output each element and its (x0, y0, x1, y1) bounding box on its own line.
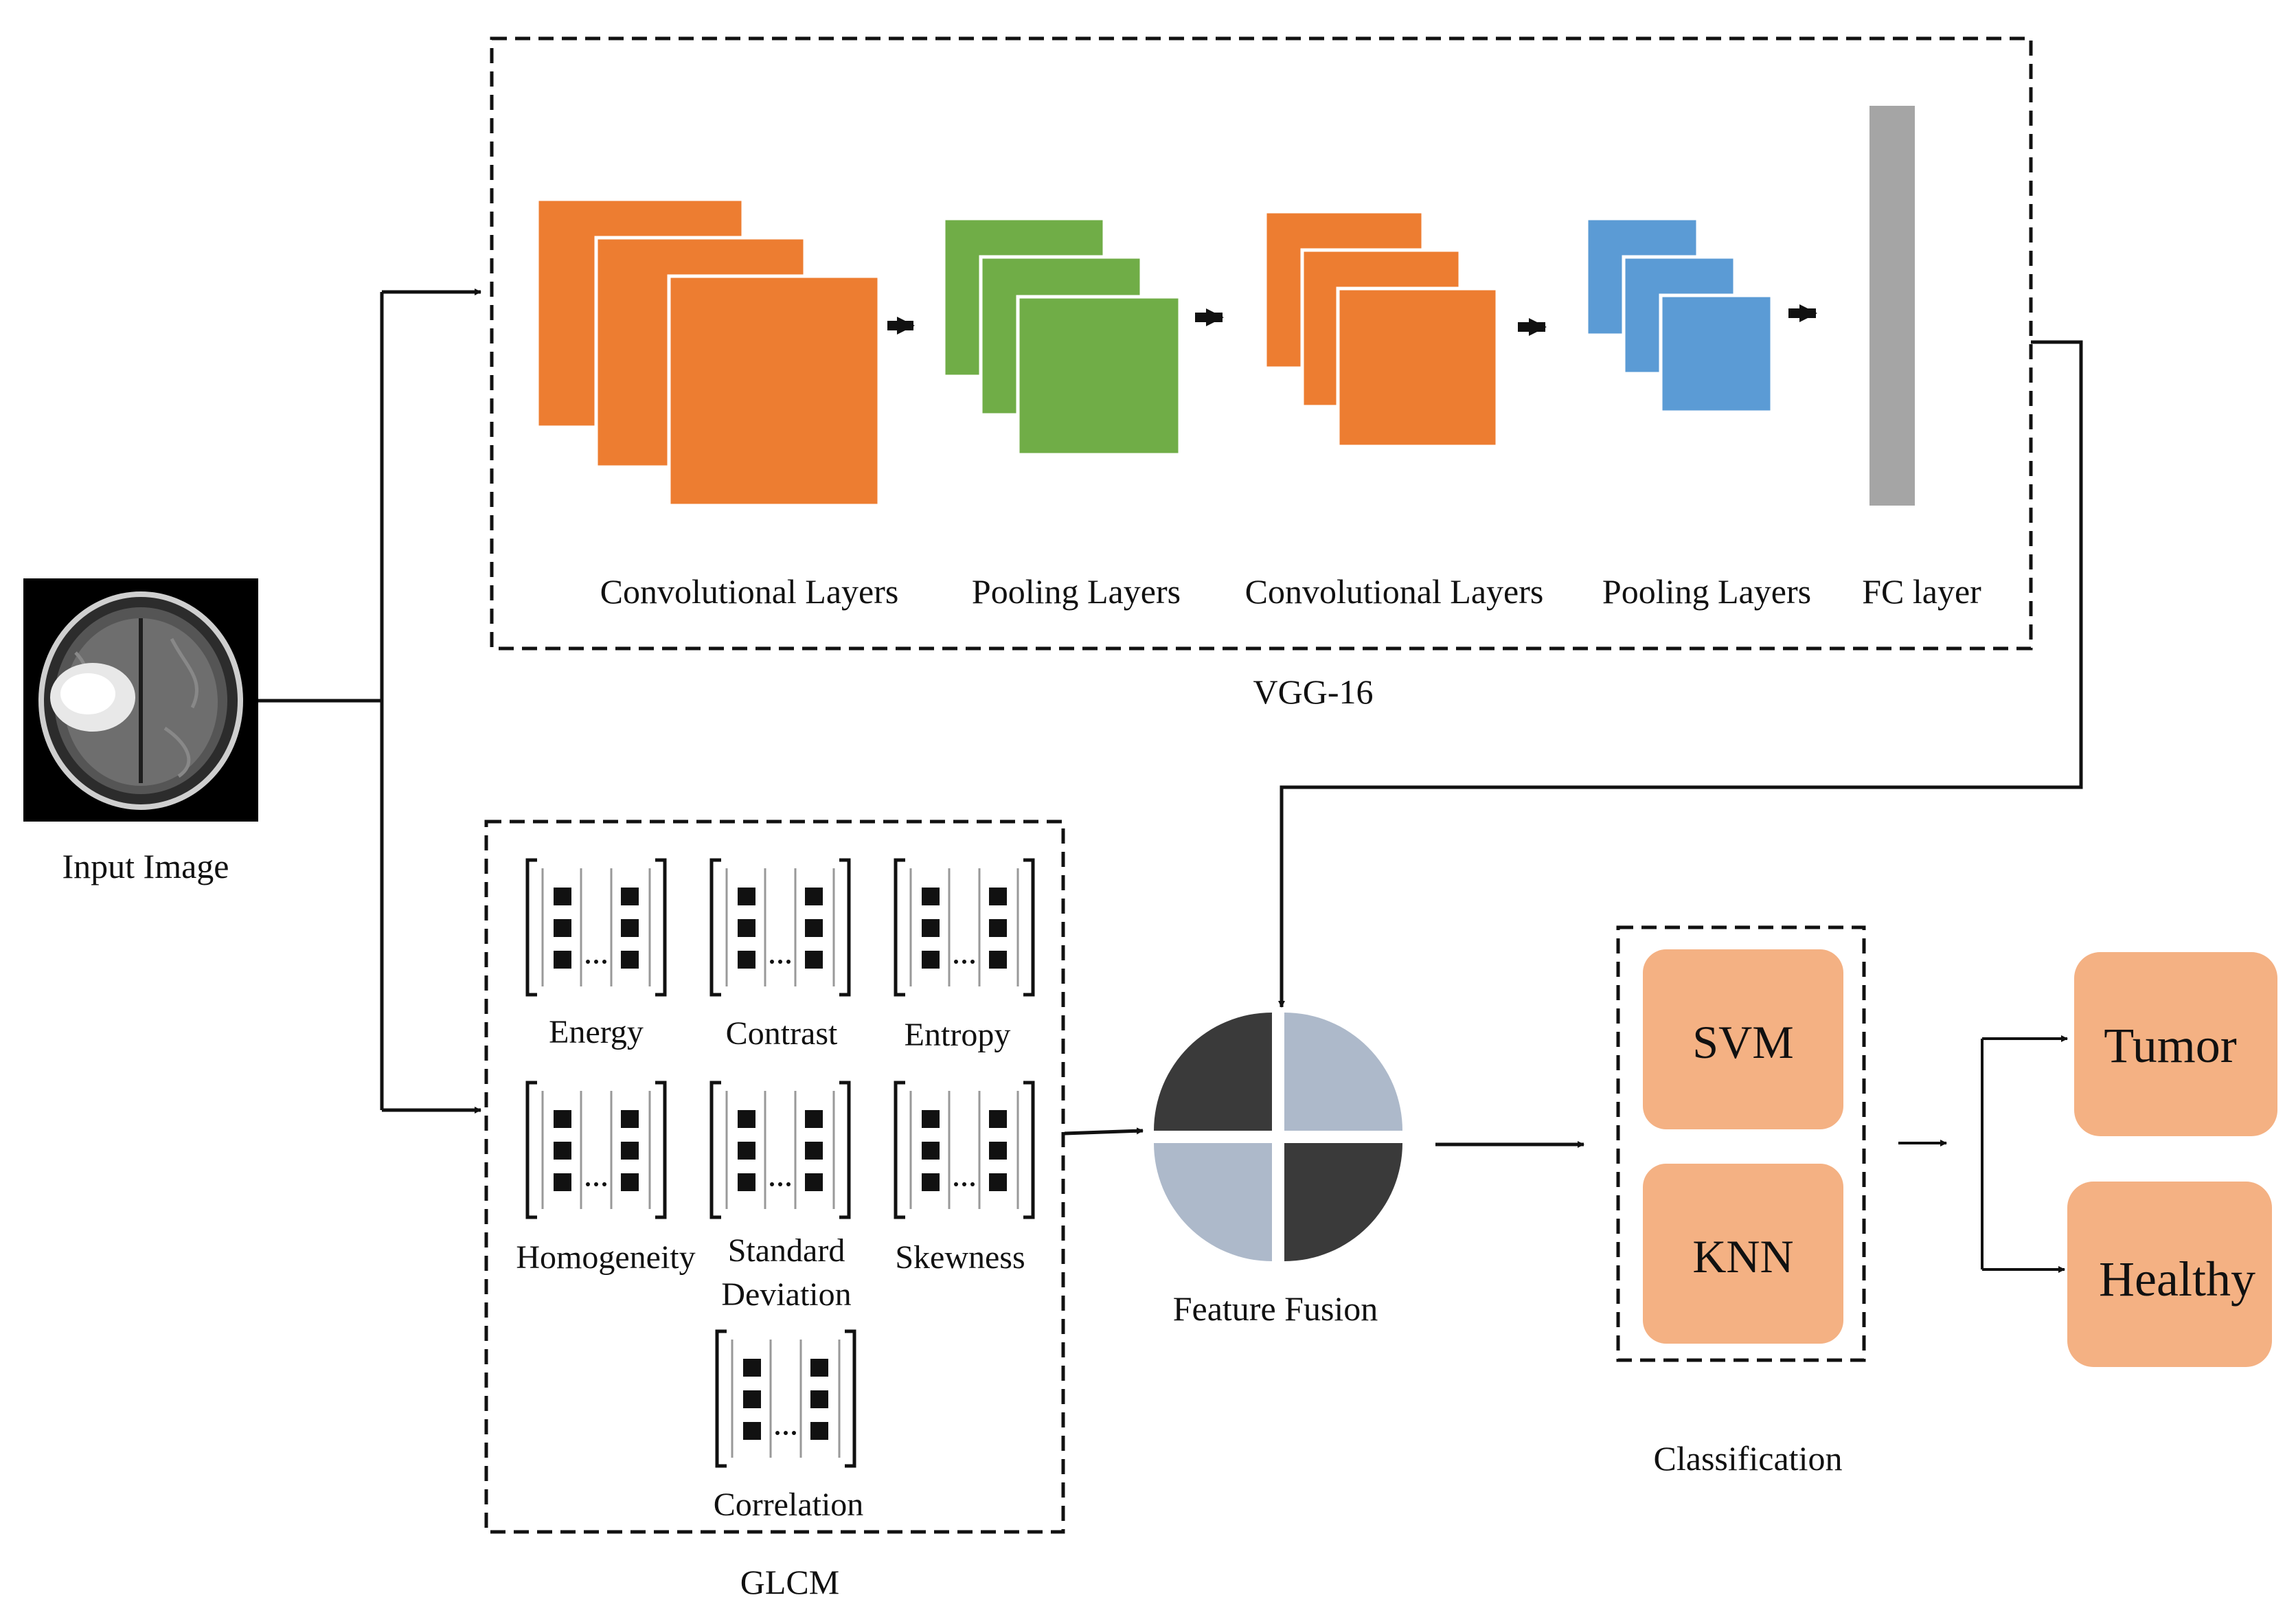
feature-label-std-line1: Standard (728, 1232, 845, 1269)
glcm-to-fusion-arrow (1064, 1127, 1144, 1136)
glcm-group-box (484, 820, 1065, 1534)
knn-box (1643, 1164, 1843, 1344)
feature-label-skewness: Skewness (895, 1239, 1025, 1276)
matrix-contrast-icon (712, 860, 849, 995)
stage-label-pool-2: Pooling Layers (1602, 572, 1811, 611)
classification-label: Classification (1654, 1439, 1843, 1478)
matrix-correlation-icon (717, 1331, 854, 1466)
classification-to-output-connectors (1898, 1035, 2068, 1273)
feature-label-correlation: Correlation (714, 1487, 864, 1523)
matrix-skewness-icon (896, 1083, 1033, 1217)
feature-label-entropy: Entropy (905, 1017, 1011, 1053)
feature-label-homogeneity: Homogeneity (516, 1239, 695, 1276)
fc-layer-bar (1869, 106, 1915, 506)
matrix-entropy-icon (896, 860, 1033, 995)
feature-label-contrast: Contrast (726, 1015, 838, 1052)
tumor-box (2074, 952, 2277, 1136)
pool-block-2 (1584, 216, 1774, 414)
glcm-label: GLCM (740, 1563, 839, 1601)
input-connectors (258, 289, 481, 1114)
stage-label-pool-1: Pooling Layers (972, 572, 1181, 611)
feature-label-std-line2: Deviation (721, 1276, 851, 1313)
feature-label-energy: Energy (549, 1014, 644, 1050)
conv-block-2 (1263, 210, 1499, 449)
matrix-std-deviation-icon (712, 1083, 849, 1217)
svm-box (1643, 949, 1843, 1129)
stage-label-conv-1: Convolutional Layers (600, 572, 899, 611)
classification-group-box (1616, 925, 1866, 1362)
stage-label-fc: FC layer (1862, 572, 1981, 611)
input-image-label: Input Image (62, 847, 229, 885)
fc-to-fusion-connector (1278, 340, 2083, 1008)
matrix-energy-icon (527, 860, 665, 995)
input-image (23, 578, 258, 822)
pool-block-1 (942, 216, 1182, 457)
healthy-label: Healthy (2099, 1252, 2255, 1307)
vgg16-group-box (490, 36, 2033, 651)
vgg16-label: VGG-16 (1253, 673, 1374, 711)
matrix-homogeneity-icon (527, 1083, 665, 1217)
conv-block-1 (535, 197, 881, 508)
svm-label: SVM (1692, 1016, 1793, 1068)
stage-label-conv-2: Convolutional Layers (1245, 572, 1544, 611)
feature-fusion-label: Feature Fusion (1173, 1289, 1378, 1328)
tumor-label: Tumor (2104, 1018, 2236, 1073)
knn-label: KNN (1692, 1230, 1793, 1283)
feature-fusion-icon (1154, 1013, 1402, 1261)
healthy-box (2067, 1182, 2272, 1367)
vgg-stage-arrows (887, 304, 1817, 336)
